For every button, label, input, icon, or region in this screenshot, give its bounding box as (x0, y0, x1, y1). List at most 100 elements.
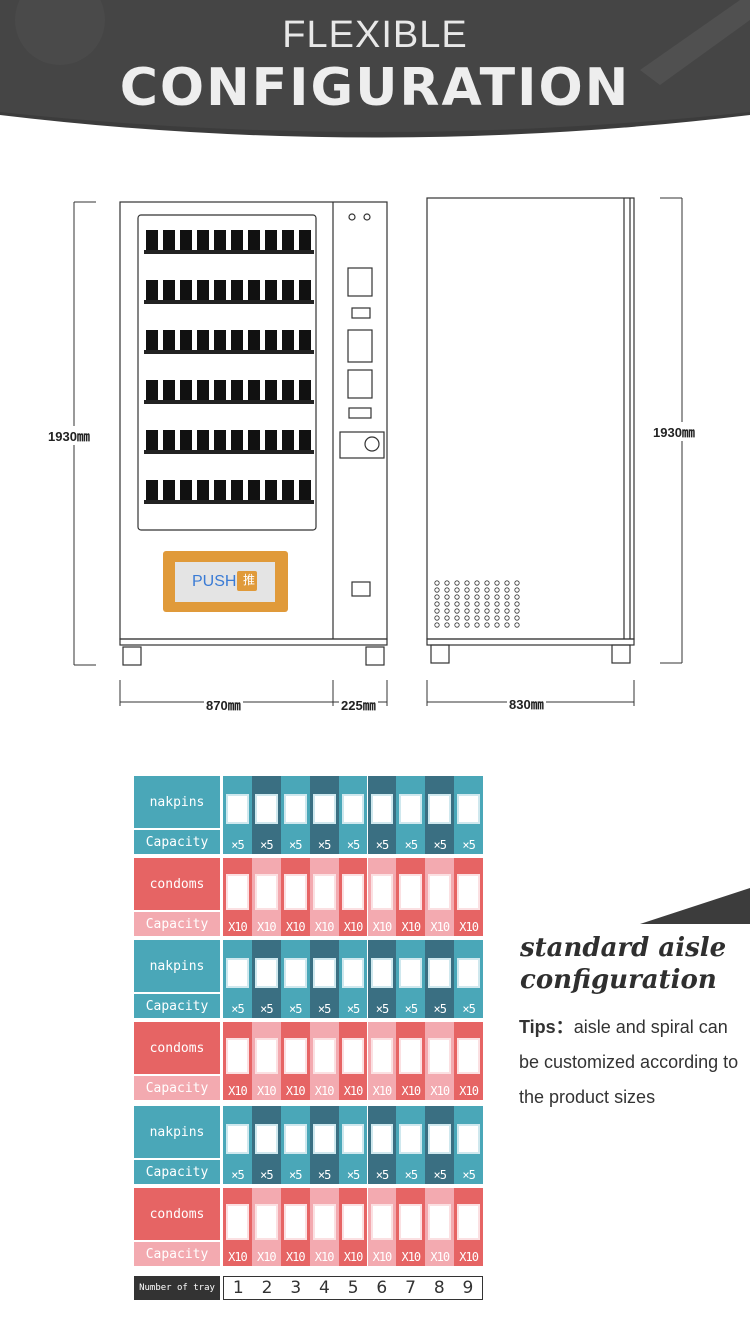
aisle-cell: ×5 (309, 940, 339, 1018)
vent-hole (474, 580, 480, 586)
row-product-label: condoms (134, 858, 220, 910)
vent-hole (434, 622, 440, 628)
vent-hole (494, 608, 500, 614)
vent-hole (454, 580, 460, 586)
shelf-product (299, 230, 311, 250)
row-capacity-label: Capacity (134, 1242, 220, 1266)
aisle-cell: X10 (338, 1188, 368, 1266)
tips-label: Tips： (519, 1017, 574, 1037)
cell-capacity: ×5 (404, 1002, 418, 1016)
vent-hole (444, 601, 450, 607)
shelf-product (299, 330, 311, 350)
product-pack (428, 794, 452, 824)
shelf-product (214, 480, 226, 500)
aisle-cell: ×5 (367, 776, 397, 854)
product-pack (370, 958, 394, 988)
product-pack (283, 874, 307, 910)
vent-hole (494, 580, 500, 586)
shelf-product (231, 380, 243, 400)
shelf (144, 400, 314, 404)
vent-hole (504, 580, 510, 586)
cell-capacity: X10 (285, 1084, 306, 1098)
shelf-product (146, 280, 158, 300)
shelf-product (231, 430, 243, 450)
tray-number: 5 (347, 1278, 359, 1298)
shelf-product (214, 280, 226, 300)
product-pack (226, 958, 249, 988)
shelf-product (282, 480, 294, 500)
product-pack (399, 1038, 423, 1074)
product-pack (341, 874, 365, 910)
side-depth-label: 830㎜ (507, 694, 546, 713)
aisle-cell: X10 (454, 1022, 484, 1100)
shelf-product (265, 280, 277, 300)
cell-capacity: ×5 (289, 838, 302, 852)
section-title-line1: standard aisle (520, 933, 727, 963)
vent-hole (504, 622, 510, 628)
vent-hole (434, 601, 440, 607)
vent-hole (474, 615, 480, 621)
vent-hole (494, 587, 500, 593)
vent-hole (474, 594, 480, 600)
vent-hole (464, 601, 470, 607)
shelf-product (282, 330, 294, 350)
product-pack (226, 794, 249, 824)
shelf-product (163, 330, 175, 350)
shelf-product (146, 430, 158, 450)
aisle-cell: ×5 (338, 1106, 368, 1184)
machine-drawings (73, 197, 683, 706)
vent-hole (464, 587, 470, 593)
front-width-label: 870㎜ (204, 695, 243, 714)
aisle-cell: ×5 (338, 776, 368, 854)
aisle-cell: ×5 (309, 1106, 339, 1184)
cell-capacity: ×5 (462, 838, 475, 852)
cell-capacity: X10 (430, 1084, 450, 1098)
aisle-cell: ×5 (425, 940, 455, 1018)
row-capacity-label: Capacity (134, 1076, 220, 1100)
vent-hole (464, 608, 470, 614)
product-pack (254, 1124, 278, 1154)
shelf-product (248, 230, 260, 250)
shelf-product (197, 230, 209, 250)
product-pack (457, 958, 481, 988)
tray-number: 2 (261, 1278, 273, 1298)
shelf-product (248, 480, 260, 500)
aisle-cell: X10 (251, 1022, 281, 1100)
vent-hole (484, 587, 490, 593)
shelf-product (214, 430, 226, 450)
shelf-product (231, 230, 243, 250)
shelf-product (231, 480, 243, 500)
product-pack (399, 1204, 423, 1240)
product-pack (370, 1038, 394, 1074)
shelf-product (231, 280, 243, 300)
shelf-product (180, 230, 192, 250)
shelf (144, 300, 314, 304)
shelf-product (282, 230, 294, 250)
cell-capacity: ×5 (289, 1002, 302, 1016)
vent-hole (484, 601, 490, 607)
cell-capacity: X10 (401, 920, 421, 934)
vent-hole (454, 615, 460, 621)
cell-capacity: ×5 (317, 1168, 331, 1182)
vent-hole (454, 608, 460, 614)
vent-hole (444, 580, 450, 586)
product-pack (428, 1204, 452, 1240)
vent-hole (484, 608, 490, 614)
cell-capacity: ×5 (433, 1002, 447, 1016)
cell-capacity: X10 (430, 1250, 450, 1264)
shelf-product (214, 330, 226, 350)
vent-hole (454, 594, 460, 600)
aisle-cell: ×5 (223, 776, 252, 854)
vent-hole (494, 615, 500, 621)
shelf-product (214, 230, 226, 250)
tray-number: 4 (319, 1278, 330, 1298)
banner-background (0, 0, 750, 138)
cell-capacity: ×5 (462, 1168, 475, 1182)
shelf-product (163, 280, 175, 300)
cell-capacity: X10 (401, 1084, 421, 1098)
product-pack (341, 1038, 365, 1074)
